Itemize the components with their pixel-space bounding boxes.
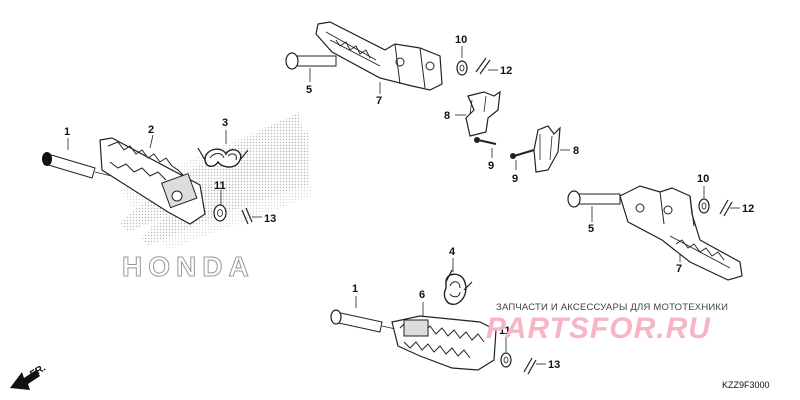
step-bracket-7-right — [619, 185, 743, 281]
arrow-front-icon — [10, 370, 40, 390]
bolt-9-left — [474, 137, 497, 158]
washer-10-right — [698, 186, 710, 214]
spring-3 — [197, 130, 249, 168]
callout-12-upper: 12 — [500, 65, 512, 77]
honda-logo-text: HONDA — [122, 251, 255, 282]
pin-1-upper — [42, 138, 121, 179]
washer-11-lower — [500, 338, 512, 368]
footpeg-lower — [391, 315, 497, 371]
callout-2: 2 — [148, 124, 154, 136]
callout-8-right: 8 — [573, 145, 579, 157]
watermark-brand: PARTSFOR.RU — [486, 312, 711, 345]
pin-5-right — [567, 190, 621, 222]
step-bracket-7-upper — [315, 21, 443, 94]
callout-11-lower: 11 — [499, 325, 511, 337]
clamp-8-left — [455, 90, 501, 137]
spring-4 — [443, 258, 473, 305]
callout-1-lower: 1 — [352, 283, 358, 295]
cotter-pin-12-right — [719, 199, 740, 217]
watermark-caption: ЗАПЧАСТИ И АКСЕССУАРЫ ДЛЯ МОТОТЕХНИКИ — [496, 302, 729, 313]
callout-9-right: 9 — [512, 173, 518, 185]
callout-7-right: 7 — [676, 263, 682, 275]
pin-1-lower — [330, 296, 401, 333]
callout-4: 4 — [449, 246, 456, 258]
footpeg-2 — [99, 134, 206, 225]
clamp-8-right — [533, 125, 570, 173]
callout-12-right: 12 — [742, 203, 754, 215]
callout-11-upper: 11 — [214, 180, 226, 192]
callout-8-left: 8 — [444, 110, 450, 122]
callout-6: 6 — [419, 289, 425, 301]
callout-13-upper: 13 — [264, 213, 276, 225]
callout-10-right: 10 — [697, 173, 709, 185]
cotter-pin-12-upper — [475, 57, 498, 75]
pin-5-upper — [285, 52, 337, 82]
callout-5-upper: 5 — [306, 84, 312, 96]
washer-10-upper — [456, 46, 468, 76]
callout-7-upper: 7 — [376, 95, 382, 107]
callout-5-right: 5 — [588, 223, 594, 235]
washer-11-upper — [213, 190, 227, 222]
cotter-pin-13-lower — [523, 357, 546, 375]
diagram-code: KZZ9F3000 — [722, 380, 770, 390]
callout-9-left: 9 — [488, 160, 494, 172]
callout-3: 3 — [222, 117, 228, 129]
cotter-pin-13-upper — [241, 207, 262, 225]
bolt-9-right — [510, 149, 535, 170]
callout-1-upper: 1 — [64, 126, 70, 138]
callout-10-upper: 10 — [455, 34, 467, 46]
callout-13-lower: 13 — [548, 359, 560, 371]
